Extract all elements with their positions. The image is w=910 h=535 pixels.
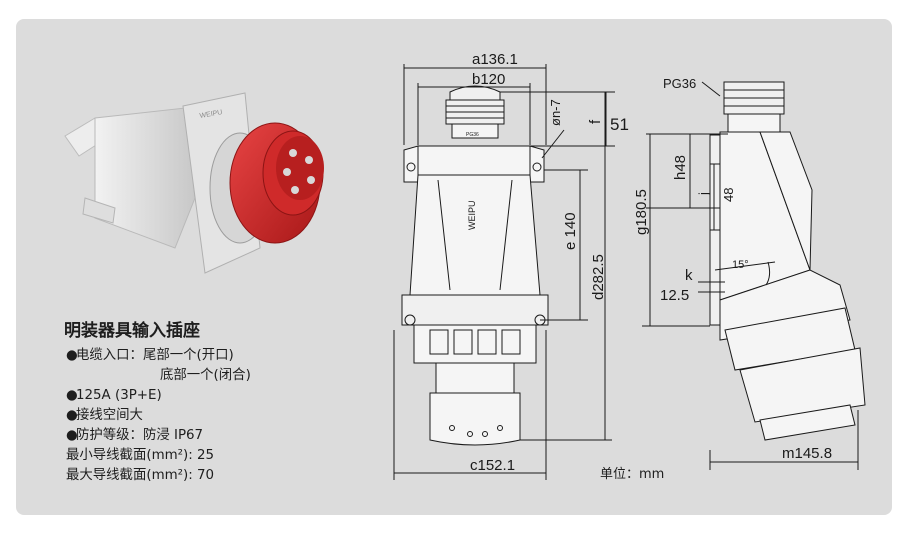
spec-item: ●125A (3P+E) <box>66 386 251 406</box>
bullet-icon: ● <box>66 348 78 363</box>
dim-c-label: c152.1 <box>470 457 515 474</box>
dim-pg-label: PG36 <box>663 76 696 91</box>
bullet-icon: ● <box>66 428 78 443</box>
spec-list: ●电缆入口：尾部一个(开口) 底部一个(闭合) ●125A (3P+E) ●接线… <box>66 346 251 486</box>
product-title: 明装器具输入插座 <box>64 321 200 341</box>
unit-label: 单位：mm <box>600 467 665 482</box>
dim-n-label: øn-7 <box>548 99 563 126</box>
dim-f-label: f <box>587 119 604 124</box>
dim-g-label: g180.5 <box>633 189 650 235</box>
product-photo: WEIPU <box>64 92 324 274</box>
dim-h-label: h48 <box>672 155 689 180</box>
gland-marking: PG36 <box>466 132 479 138</box>
dim-j-label: j <box>696 192 711 196</box>
spec-item: 最大导线截面(mm²): 70 <box>66 468 215 483</box>
spec-item: 底部一个(闭合) <box>160 368 251 383</box>
body-brand-mark: WEIPU <box>467 200 477 230</box>
dim-k-value: 12.5 <box>660 287 689 304</box>
dim-b-label: b120 <box>472 71 505 88</box>
spec-item: ●接线空间大 <box>66 406 251 426</box>
dim-f-value: 51 <box>610 115 629 134</box>
dim-angle-label: 15° <box>732 259 749 271</box>
dim-m-label: m145.8 <box>782 445 832 462</box>
dim-d-label: d282.5 <box>590 254 607 300</box>
bullet-icon: ● <box>66 388 78 403</box>
spec-item: ●电缆入口：尾部一个(开口) <box>66 346 251 366</box>
photo-brand-label: WEIPU <box>199 109 223 120</box>
dim-a-label: a136.1 <box>472 51 518 68</box>
dim-j-value: 48 <box>721 188 736 202</box>
bullet-icon: ● <box>66 408 78 423</box>
spec-item: 最小导线截面(mm²): 25 <box>66 448 215 463</box>
dimension-drawing: PG36 WEIPU a136.1 b120 øn-7 f 51 e 140 d… <box>393 51 866 480</box>
dim-e-label: e 140 <box>562 212 579 250</box>
dim-k-label: k <box>685 267 693 284</box>
spec-item: ●防护等级：防浸 IP67 <box>66 426 251 446</box>
